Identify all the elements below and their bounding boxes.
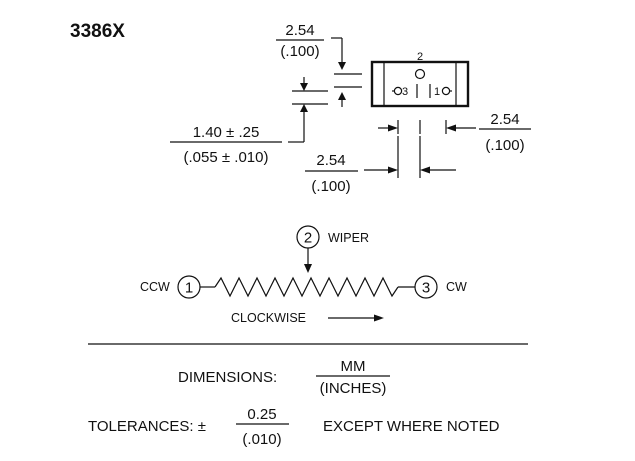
pin-3-hole [393, 86, 403, 96]
dimension-top-spacing: 2.54 (.100) [276, 22, 362, 107]
wiper-label: WIPER [328, 231, 369, 245]
tolerances-in: (.010) [242, 431, 281, 448]
cw-label: CW [446, 280, 467, 294]
tolerances-label: TOLERANCES: ± [88, 418, 206, 435]
part-number-title: 3386X [70, 21, 125, 42]
pin-2-hole [414, 68, 426, 80]
dim-lead-mm: 1.40 ± .25 [193, 124, 260, 141]
dim-lead-in: (.055 ± .010) [184, 149, 269, 166]
pin-3-label: 3 [402, 86, 408, 98]
dim-top-mm: 2.54 [285, 22, 314, 39]
ccw-label: CCW [140, 280, 170, 294]
dim-bottom-in: (.100) [311, 178, 350, 195]
dimension-right-spacing: 2.54 (.100) [378, 111, 531, 154]
dimension-bottom-spacing: 2.54 (.100) [305, 136, 456, 195]
clockwise-arrow [374, 314, 384, 322]
dimensions-unit-mm: MM [341, 358, 366, 375]
potentiometer-schematic: 2 WIPER CCW 1 3 CW CLOCKWISE [140, 225, 467, 325]
wiper-terminal-number: 2 [304, 230, 312, 247]
cw-terminal-circle [414, 275, 438, 299]
dim-right-mm: 2.54 [490, 111, 519, 128]
cw-terminal-number: 3 [422, 280, 430, 297]
dimension-lead-width: 1.40 ± .25 (.055 ± .010) [170, 77, 328, 166]
ccw-terminal-number: 1 [185, 280, 193, 297]
package-outline: 2 3 1 [370, 51, 470, 134]
tolerances-suffix: EXCEPT WHERE NOTED [323, 418, 500, 435]
resistor-element [214, 276, 399, 298]
wiper-arrow [304, 264, 312, 273]
dim-top-in: (.100) [280, 43, 319, 60]
pin-1-label: 1 [434, 86, 440, 98]
pin-2-label: 2 [417, 51, 423, 63]
dimensions-label: DIMENSIONS: [178, 369, 277, 386]
dimensions-note: DIMENSIONS: MM (INCHES) [178, 358, 390, 397]
clockwise-label: CLOCKWISE [231, 311, 306, 325]
pin-1-hole [441, 86, 451, 96]
tolerances-mm: 0.25 [247, 406, 276, 423]
dim-right-in: (.100) [485, 137, 524, 154]
dimensions-unit-inches: (INCHES) [320, 380, 387, 397]
package-body [370, 60, 470, 108]
tolerances-note: TOLERANCES: ± 0.25 (.010) EXCEPT WHERE N… [88, 406, 500, 448]
dim-bottom-mm: 2.54 [316, 152, 345, 169]
